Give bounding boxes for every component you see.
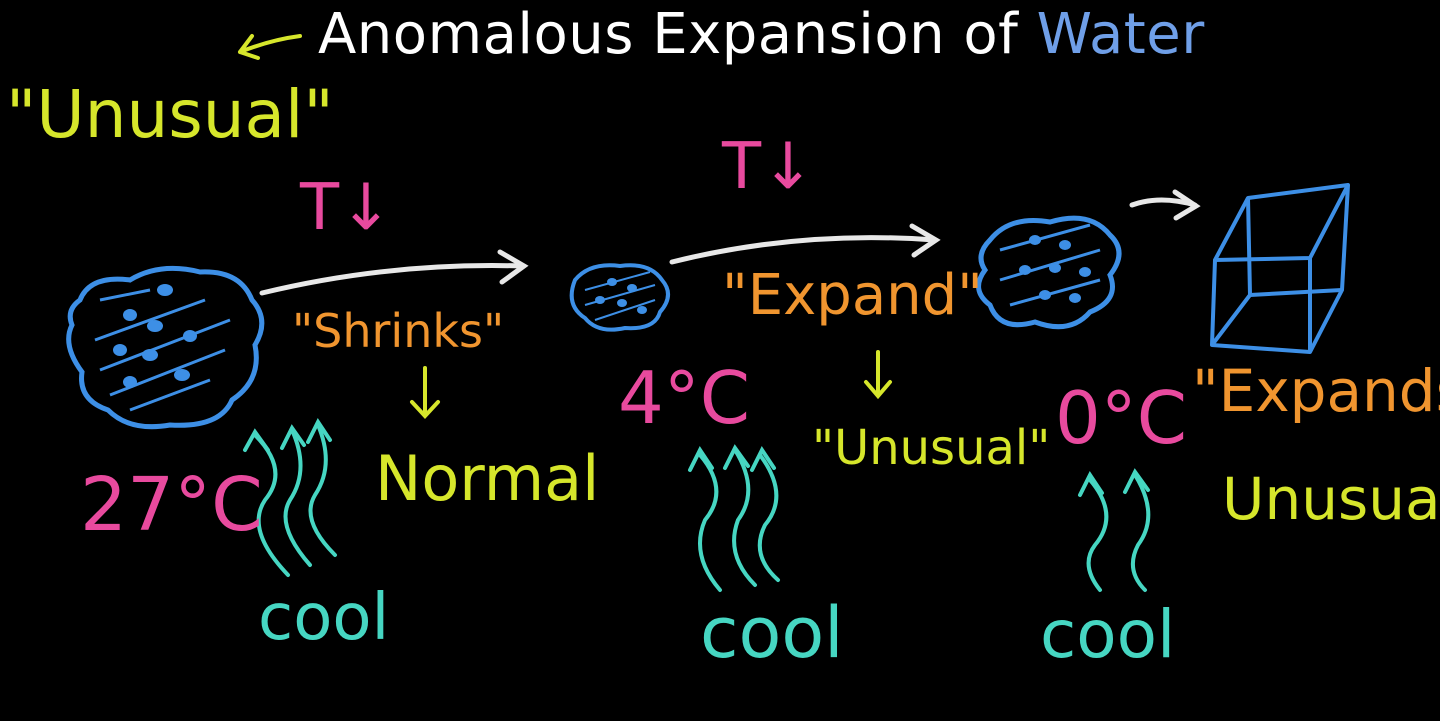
unusual-label-top: "Unusual" — [6, 76, 334, 153]
normal-label: Normal — [375, 442, 600, 515]
process-arrows — [259, 189, 1201, 296]
cool-label-3: cool — [1040, 596, 1176, 673]
temperature-decrease-label-1: T↓ — [300, 171, 393, 245]
temperature-27c: 27°C — [80, 462, 263, 548]
temperature-decrease-label-2: T↓ — [722, 130, 815, 204]
expand-label: "Expand" — [722, 263, 983, 328]
water-molecules-blob-large — [66, 265, 265, 430]
cool-label-1: cool — [258, 581, 390, 655]
cooling-waves — [243, 418, 1151, 592]
title-accent: Water — [1036, 2, 1205, 67]
unusual-label-right: Unusual — [1222, 465, 1440, 533]
arrow-to-unusual — [238, 34, 302, 60]
down-arrows — [410, 350, 892, 419]
ice-cube-icon — [1210, 183, 1350, 354]
cool-label-2: cool — [700, 592, 844, 674]
expands-label: "Expands" — [1192, 357, 1440, 425]
water-molecules-blob-small — [569, 263, 670, 332]
shrinks-label: "Shrinks" — [292, 304, 505, 358]
water-molecules-blob-medium — [976, 215, 1122, 330]
temperature-0c: 0°C — [1055, 376, 1188, 460]
temperature-4c: 4°C — [618, 356, 751, 440]
page-title: Anomalous Expansion of Water — [318, 2, 1205, 67]
unusual-label-middle: "Unusual" — [812, 420, 1051, 476]
title-main: Anomalous Expansion of — [318, 2, 1037, 67]
